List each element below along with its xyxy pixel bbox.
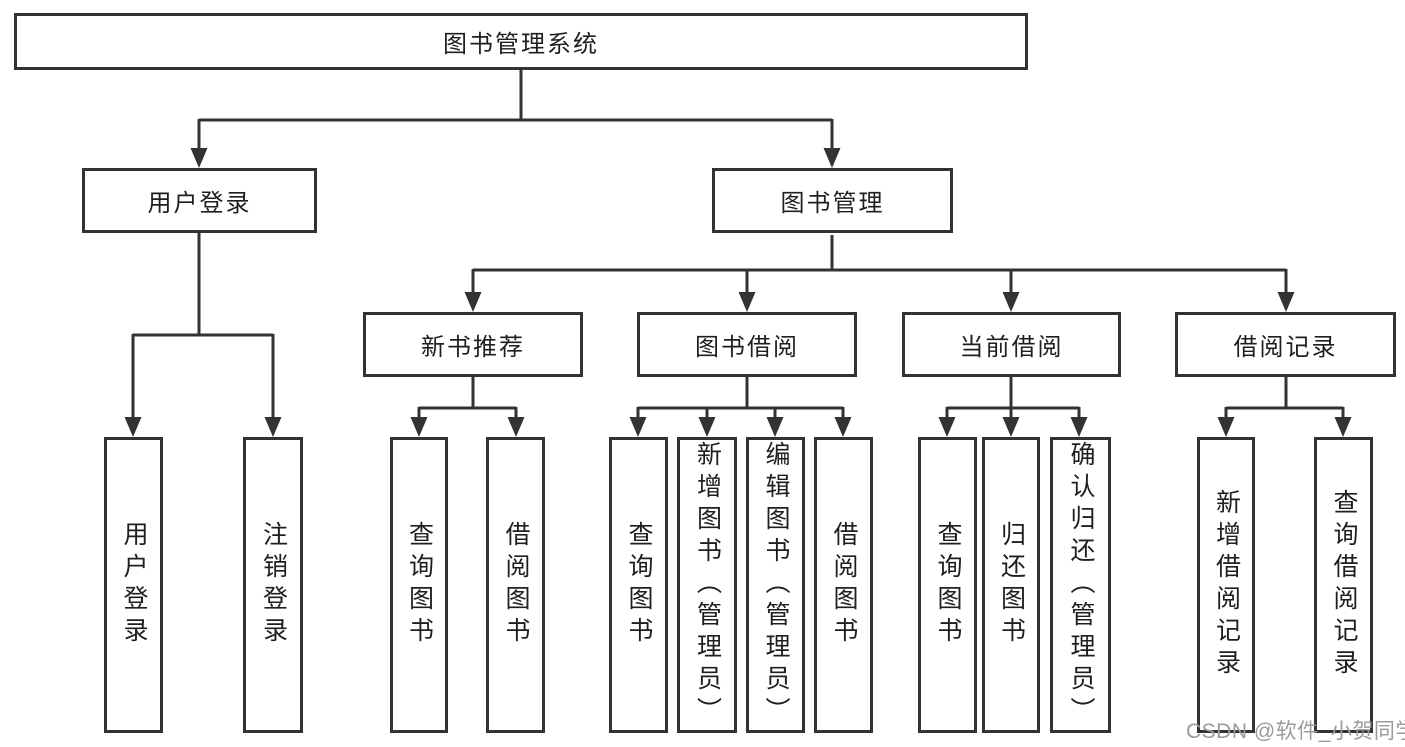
arrow-down-icon [1070, 417, 1088, 437]
root-connectors [190, 70, 841, 168]
leaf-query-borrow-record: 查询借阅记录 [1314, 437, 1373, 733]
arrow-down-icon [190, 148, 208, 168]
leaf-confirm-return-admin: 确认归还（管理员） [1050, 437, 1111, 733]
book-borrow-connectors [629, 377, 852, 437]
leaf-add-borrow-record-label: 新增借阅记录 [1212, 489, 1241, 681]
leaf-query-books-current-label: 查询图书 [934, 521, 962, 649]
leaf-query-borrow-record-label: 查询借阅记录 [1330, 489, 1358, 681]
arrow-down-icon [1334, 417, 1352, 437]
arrow-down-icon [1217, 417, 1235, 437]
arrow-down-icon [938, 417, 956, 437]
borrow-records-connectors [1217, 377, 1352, 437]
node-book-borrow: 图书借阅 [637, 312, 857, 377]
arrow-down-icon [507, 417, 525, 437]
new-book-recommend-connectors [410, 377, 525, 437]
watermark: CSDN @软件_小贺同学 [1186, 720, 1405, 743]
node-book-management: 图书管理 [712, 168, 953, 233]
arrow-down-icon [629, 417, 647, 437]
book-management-connectors [464, 235, 1295, 312]
node-user-login: 用户登录 [82, 168, 317, 233]
node-library-system-label: 图书管理系统 [443, 31, 599, 58]
current-borrow-connectors [938, 377, 1088, 437]
leaf-add-book-admin-label: 新增图书（管理员） [693, 441, 722, 729]
leaf-user-login: 用户登录 [104, 437, 163, 733]
node-new-book-recommend-label: 新书推荐 [421, 334, 525, 361]
leaf-borrow-books: 借阅图书 [814, 437, 873, 733]
leaf-return-books: 归还图书 [982, 437, 1040, 733]
node-borrow-records: 借阅记录 [1175, 312, 1396, 377]
arrow-down-icon [1002, 292, 1020, 312]
node-borrow-records-label: 借阅记录 [1233, 334, 1338, 361]
leaf-confirm-return-admin-label: 确认归还（管理员） [1067, 441, 1095, 729]
leaf-edit-book-admin-label: 编辑图书（管理员） [762, 441, 790, 729]
node-book-management-label: 图书管理 [780, 190, 885, 217]
arrow-down-icon [1002, 417, 1020, 437]
leaf-add-book-admin: 新增图书（管理员） [677, 437, 737, 733]
leaf-user-login-label: 用户登录 [120, 521, 148, 649]
leaf-add-borrow-record: 新增借阅记录 [1197, 437, 1255, 733]
arrow-down-icon [738, 292, 756, 312]
leaf-query-books-borrow-label: 查询图书 [625, 521, 653, 649]
leaf-borrow-books-label: 借阅图书 [830, 521, 858, 649]
arrow-down-icon [834, 417, 852, 437]
node-current-borrow: 当前借阅 [902, 312, 1121, 377]
user-login-connectors [124, 233, 282, 437]
leaf-logout-label: 注销登录 [259, 521, 288, 649]
leaf-query-books-borrow: 查询图书 [609, 437, 668, 733]
node-book-borrow-label: 图书借阅 [695, 334, 799, 361]
arrow-down-icon [124, 417, 142, 437]
leaf-return-books-label: 归还图书 [997, 521, 1026, 649]
leaf-query-books-recommend: 查询图书 [390, 437, 448, 733]
leaf-borrow-books-recommend-label: 借阅图书 [502, 521, 530, 649]
leaf-logout: 注销登录 [243, 437, 303, 733]
leaf-borrow-books-recommend: 借阅图书 [486, 437, 545, 733]
leaf-query-books-current: 查询图书 [918, 437, 977, 733]
arrow-down-icon [1277, 292, 1295, 312]
arrow-down-icon [823, 148, 841, 168]
arrow-down-icon [410, 417, 428, 437]
arrow-down-icon [264, 417, 282, 437]
arrow-down-icon [766, 417, 784, 437]
node-new-book-recommend: 新书推荐 [363, 312, 583, 377]
arrow-down-icon [698, 417, 716, 437]
arrow-down-icon [464, 292, 482, 312]
leaf-query-books-recommend-label: 查询图书 [405, 521, 434, 649]
leaf-edit-book-admin: 编辑图书（管理员） [746, 437, 805, 733]
node-current-borrow-label: 当前借阅 [959, 334, 1064, 361]
node-user-login-label: 用户登录 [147, 190, 252, 217]
node-library-system: 图书管理系统 [14, 13, 1028, 70]
